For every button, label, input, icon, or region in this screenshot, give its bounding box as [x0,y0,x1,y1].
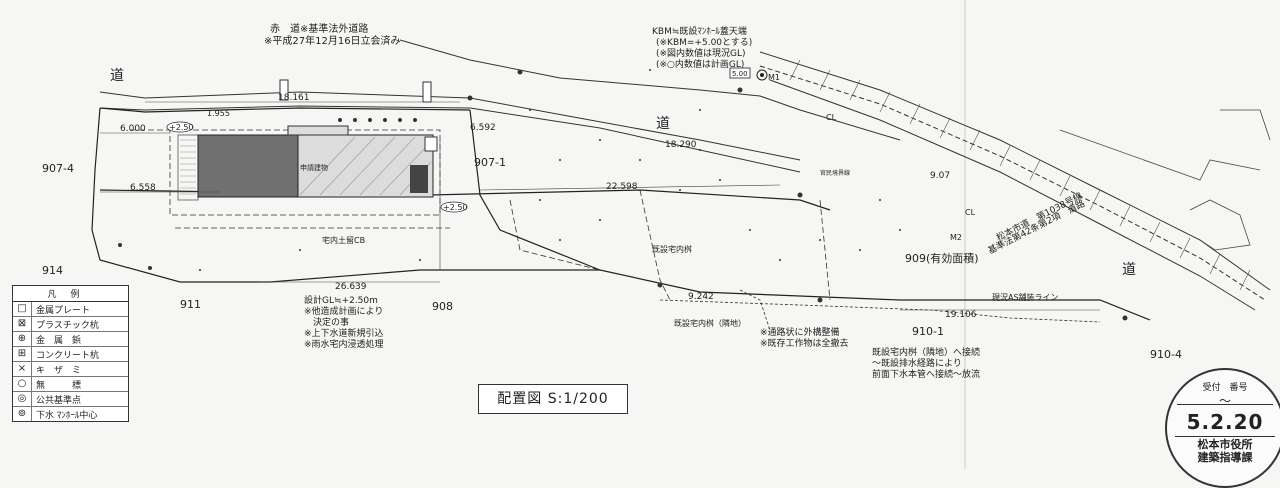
sewer-note-3: 前面下水本管へ接続～放流 [872,370,981,380]
sewer-note-1: 既設宅内桝（隣地）へ接続 [872,348,981,358]
legend-row: ○ 無 標 [13,377,128,392]
dim-bottom-1: 26.639 [335,282,367,292]
stamp-org-1: 松本市役所 [1197,438,1253,451]
road-hatching [789,59,1251,291]
legend-label: プラスチック杭 [36,320,99,331]
sewer-notes: 既設宅内桝（隣地）へ接続 ～既設排水経路により 前面下水本管へ接続～放流 [872,348,980,381]
dim-road-w: 22.598 [606,182,638,192]
dimension-lines [100,101,1100,311]
legend-row: ◎ 公共基準点 [13,392,128,407]
lot-911: 911 [180,298,201,311]
road-label-main: 道 [656,116,670,132]
legend-row: ⊚ 下水 ﾏﾝﾎｰﾙ中心 [13,407,128,421]
kbm-value: 5.00 [732,70,748,78]
spot-elevations [199,69,901,271]
road-label-north: 道 [110,68,124,84]
legend-row: ⊠ プラスチック杭 [13,317,128,332]
dim-left-small: 1.955 [207,109,230,118]
lot-910-1: 910-1 [912,325,944,338]
legend-label: 金 属 鋲 [36,335,82,346]
cb-label: 宅内土留CB [322,235,365,245]
plan-note-4: ※上下水道新規引込 [304,329,384,339]
dim-right-top: 18.290 [665,140,697,150]
legend-label: 無 標 [36,380,82,391]
lot-907-4: 907-4 [42,162,74,175]
fence-posts [118,69,1128,321]
plan-note-2: ※他造成計画により [304,307,384,317]
legend-label: コンクリート杭 [36,350,100,361]
legend-row: ⊞ コンクリート杭 [13,347,128,362]
legend-header: 凡例 [13,286,128,302]
cl-label-1: CL [826,113,837,122]
road-note-2: ※平成27年12月16日立会済み [264,34,401,47]
stamp-org: 松本市役所建築指導課 [1167,438,1280,464]
sewer-note-2: ～既設排水経路により [872,359,962,369]
site-plan-drawing: 赤 道※基準法外道路 ※平成27年12月16日立会済み KBM≒既設ﾏﾝﾎｰﾙ蓋… [42,0,1271,469]
misc-note-1: ※通路状に外構整備 [760,328,840,338]
lot-907-1: 907-1 [474,156,506,169]
stamp-tilde: ～ [1218,394,1231,408]
as-line-label: 現況AS舗装ライン [992,292,1059,302]
plastic-stake-icon: ⊠ [13,317,32,331]
dim-left: 6.000 [120,124,146,134]
drawing-title: 配置図 S:1/200 [478,384,628,414]
misc-note-2: ※既存工作物は全撤去 [760,339,849,349]
lot-908: 908 [432,300,453,313]
legend-row: ⊕ 金 属 鋲 [13,332,128,347]
manhole-center-icon: ⊚ [13,407,32,421]
plan-notes: 設計GL≒+2.50m ※他造成計画により 決定の事 ※上下水道新規引込 ※雨水… [304,296,384,351]
property-lines [130,129,831,301]
dim-road-len: 6.592 [470,123,496,133]
manhole-icon [756,69,768,81]
north-road-boundary [99,39,1271,311]
lot-910-4: 910-4 [1150,348,1182,361]
bm2-label: M2 [950,233,962,242]
notch-icon: × [13,362,32,376]
boundary-label: 官民境界線 [820,169,850,177]
building-label: 申請建物 [300,163,328,172]
existing-catch-label: 既設宅内桝 [652,244,692,254]
legend-label: キ ザ ミ [36,365,82,376]
kbm-note-2: (※KBM=+5.00とする) [656,37,752,48]
plan-note-3: 決定の事 [304,318,350,328]
stamp-date: 5.2.20 [1186,410,1264,434]
dim-bottom-2: 9.242 [688,292,714,302]
dim-mid: 6.558 [130,183,156,193]
stamp-receipt-label: 受付 番号 [1202,383,1248,393]
existing-catch-adj-label: 既設宅内桝（隣地） [674,318,746,328]
plan-note-1: 設計GL≒+2.50m [304,296,378,306]
road-note-1: 赤 道※基準法外道路 [270,22,368,35]
legend-row: □ 金属プレート [13,302,128,317]
legend: 凡例 □ 金属プレート ⊠ プラスチック杭 ⊕ 金 属 鋲 ⊞ コンクリート杭 × キ ザ… [12,285,129,422]
planned-building [177,79,438,201]
stamp-org-2: 建築指導課 [1197,451,1253,464]
adjacent-buildings [1059,109,1271,251]
legend-row: × キ ザ ミ [13,362,128,377]
cl-label-2: CL [965,208,976,217]
plan-gl-bottom: +2.50 [443,203,468,212]
dim-top: 18.161 [278,93,310,103]
unmarked-icon: ○ [13,377,32,391]
kbm-note-4: (※○内数値は計画GL) [656,58,744,70]
lot-909: 909(有効面積) [905,251,979,265]
legend-label: 金属プレート [36,305,91,316]
bm-label: M1 [768,73,780,82]
legend-label: 下水 ﾏﾝﾎｰﾙ中心 [36,410,98,421]
dim-bottom-3: 19.106 [945,310,977,320]
legend-label: 公共基準点 [36,395,82,406]
metal-plate-icon: □ [13,302,32,316]
misc-notes: ※通路状に外構整備 ※既存工作物は全撤去 [760,328,849,350]
metal-rivet-icon: ⊕ [13,332,32,346]
kbm-note-1: KBM≒既設ﾏﾝﾎｰﾙ蓋天端 [652,25,747,37]
lot-914: 914 [42,264,63,277]
approval-stamp: 受付 番号 ～ 5.2.20 松本市役所建築指導課 [1165,368,1280,488]
kbm-note-3: (※図内数値は現況GL) [656,47,746,59]
concrete-stake-icon: ⊞ [13,347,32,361]
plan-note-5: ※雨水宅内浸透処理 [304,340,384,350]
plan-gl-left: +2.50 [169,123,194,132]
benchmark-icon: ◎ [13,392,32,406]
dim-side: 9.07 [930,171,950,181]
road-label-east: 道 [1122,262,1136,278]
